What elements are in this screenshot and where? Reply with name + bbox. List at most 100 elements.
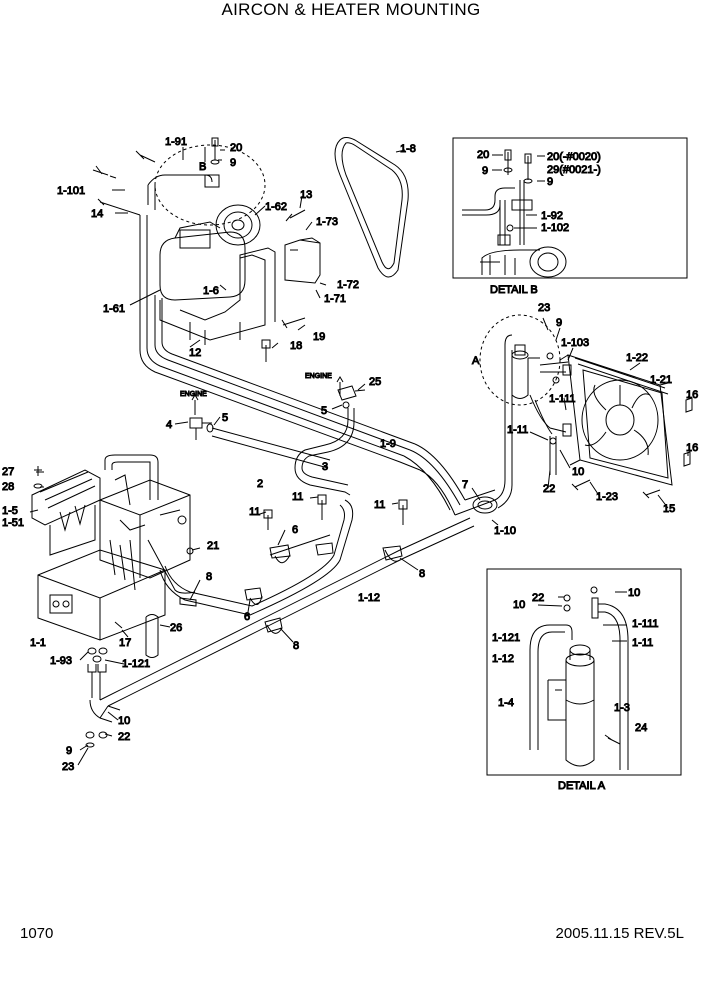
label-8c: 8 [293, 640, 299, 652]
label-10: 10 [572, 466, 584, 478]
detail-a-label-1-4: 1-4 [498, 697, 514, 709]
clamp-6a [244, 587, 263, 601]
bolt-11c [398, 499, 408, 525]
lower-hoses [85, 494, 475, 748]
compressor-clutch [215, 204, 261, 246]
label-19: 19 [313, 331, 325, 343]
label-7: 7 [462, 479, 468, 491]
detail-b-label-20: 20 [477, 149, 489, 161]
label-1-11: 1-11 [507, 424, 528, 436]
detail-a-bracket [547, 679, 566, 721]
detail-a-bolt-24 [604, 734, 621, 745]
detail-a-frame [486, 568, 682, 776]
detail-a-label-1-3: 1-3 [614, 702, 630, 714]
bolt-13 [285, 209, 306, 222]
label-23: 23 [538, 302, 550, 314]
belt-1-8 [334, 137, 409, 278]
detail-a-label-1-111: 1-111 [632, 618, 659, 630]
detail-b-callout-circle [154, 144, 266, 226]
label-27: 27 [2, 466, 14, 478]
control-panel-1-5 [31, 469, 101, 526]
washer-9c [85, 731, 95, 739]
label-8a: 8 [206, 571, 212, 583]
compressor-pipe [147, 174, 213, 186]
label-23b: 23 [62, 761, 74, 773]
label-1-73: 1-73 [316, 216, 338, 228]
detail-a-label-22: 22 [532, 592, 544, 604]
engine-label-left: ENGINE [180, 391, 207, 398]
label-13: 13 [300, 189, 312, 201]
label-11a: 11 [249, 506, 260, 518]
detail-a-label-1-121: 1-121 [492, 632, 520, 644]
detail-a-caption: DETAIL A [558, 780, 606, 792]
screw-27 [34, 466, 42, 476]
label-10b: 10 [118, 715, 130, 727]
revision-label: 2005.11.15 REV.5L [555, 925, 684, 942]
label-11b: 11 [292, 491, 303, 503]
detail-b-bolt-20-29 [524, 153, 532, 180]
label-6a: 6 [244, 611, 250, 623]
detail-a-label-10a: 10 [513, 599, 525, 611]
label-1-22: 1-22 [626, 352, 648, 364]
label-1-71: 1-71 [324, 293, 346, 305]
label-6b: 6 [292, 524, 298, 536]
callout-a: A [472, 355, 480, 367]
label-2: 2 [257, 478, 263, 490]
label-21: 21 [207, 540, 219, 552]
bolt-1-23 [571, 479, 591, 491]
detail-b-caption: DETAIL B [490, 284, 538, 296]
valve-4 [189, 417, 203, 440]
label-18: 18 [290, 340, 302, 352]
label-15: 15 [663, 503, 675, 515]
refrigerant-hoses [139, 215, 513, 516]
condenser-1-21 [567, 354, 673, 486]
detail-a-inset [486, 568, 682, 776]
hose-1-12 [99, 517, 471, 701]
label-16a: 16 [686, 389, 698, 401]
label-9c: 9 [66, 745, 72, 757]
label-1-51: 1-51 [2, 517, 24, 529]
label-1-111: 1-111 [549, 393, 576, 405]
label-1-62: 1-62 [265, 201, 287, 213]
engine-label-right: ENGINE [305, 373, 332, 380]
detail-a-callout-circle [479, 314, 561, 406]
label-1-1: 1-1 [30, 637, 46, 649]
screw-17 [114, 621, 123, 629]
screw-21 [186, 547, 194, 555]
detail-b-label-1-92: 1-92 [541, 210, 563, 222]
compressor-bracket [159, 254, 266, 341]
label-14: 14 [91, 208, 103, 220]
washer-28 [33, 483, 43, 489]
bolt-11a [263, 509, 273, 530]
label-1-93: 1-93 [50, 655, 72, 667]
label-1-5: 1-5 [2, 505, 18, 517]
detail-a-label-1-11: 1-11 [632, 637, 653, 649]
label-1-101: 1-101 [57, 185, 85, 197]
compressor-body [159, 231, 246, 301]
detail-a-pipe-right [598, 611, 621, 770]
bolt-18 [261, 339, 271, 362]
bolt-20 [211, 137, 219, 160]
label-1-23: 1-23 [596, 491, 618, 503]
label-5b: 5 [321, 405, 327, 417]
detail-b-label-9b: 9 [547, 176, 553, 188]
label-1-72: 1-72 [337, 279, 359, 291]
label-1-9: 1-9 [380, 438, 396, 450]
label-9b: 9 [556, 317, 562, 329]
label-1-12: 1-12 [358, 592, 380, 604]
relay-1-72 [284, 239, 321, 284]
grommet-1-10 [472, 496, 498, 514]
engine-arrow-right [336, 376, 344, 396]
heater-hose-2 [211, 427, 331, 469]
detail-b-pipe-upper [462, 187, 515, 211]
clamp-8b [382, 545, 403, 561]
detail-b-washer [503, 167, 513, 173]
detail-a-label-10b: 10 [628, 587, 640, 599]
engine-fittings [189, 376, 366, 496]
condenser-fan-1-22 [581, 379, 659, 461]
detail-b-frame [452, 137, 688, 279]
detail-b-label-20-0020: 20(-#0020) [547, 151, 601, 163]
bolt-1-91 [135, 150, 156, 163]
label-1-61: 1-61 [103, 303, 125, 315]
